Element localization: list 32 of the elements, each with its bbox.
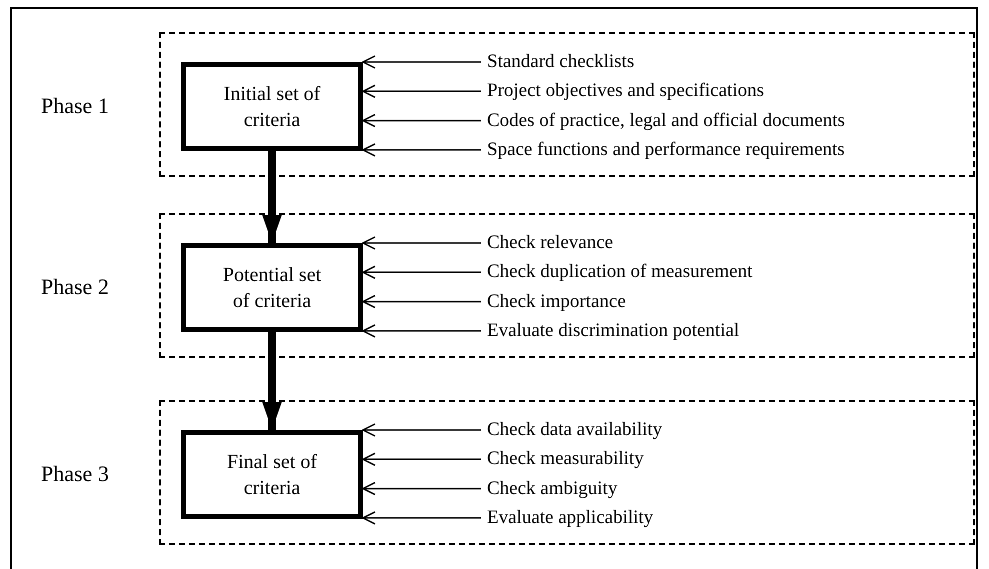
input-text: Space functions and performance requirements <box>487 138 845 161</box>
arrow <box>362 423 481 437</box>
arrow <box>362 452 481 466</box>
arrow <box>262 151 282 243</box>
arrow <box>362 55 481 69</box>
arrow <box>362 266 481 280</box>
arrow <box>362 236 481 250</box>
process-box: Initial set of criteria <box>181 62 363 151</box>
input-text: Check importance <box>487 290 626 313</box>
input-text: Standard checklists <box>487 51 634 73</box>
input-text: Check ambiguity <box>487 478 618 500</box>
input-text: Check duplication of measurement <box>487 261 752 284</box>
input-text: Project objectives and specifications <box>487 80 764 102</box>
arrow <box>362 511 481 525</box>
input-text: Check measurability <box>487 448 644 470</box>
arrow <box>362 84 481 98</box>
input-text: Evaluate applicability <box>487 506 654 529</box>
input-text: Check data availability <box>487 419 662 441</box>
process-box: Potential set of criteria <box>181 243 363 332</box>
arrow <box>362 143 481 157</box>
phase-label: Phase 1 <box>41 92 110 118</box>
input-text: Evaluate discrimination potential <box>487 320 740 342</box>
arrow <box>362 114 481 128</box>
input-text: Check relevance <box>487 232 614 254</box>
arrow <box>362 482 481 496</box>
input-text: Codes of practice, legal and official documents <box>487 110 845 132</box>
arrow <box>362 294 481 308</box>
process-box: Final set of criteria <box>181 430 363 519</box>
arrow <box>262 332 282 430</box>
phase-label: Phase 2 <box>41 274 110 300</box>
arrow <box>362 324 481 338</box>
phase-label: Phase 3 <box>41 460 110 486</box>
